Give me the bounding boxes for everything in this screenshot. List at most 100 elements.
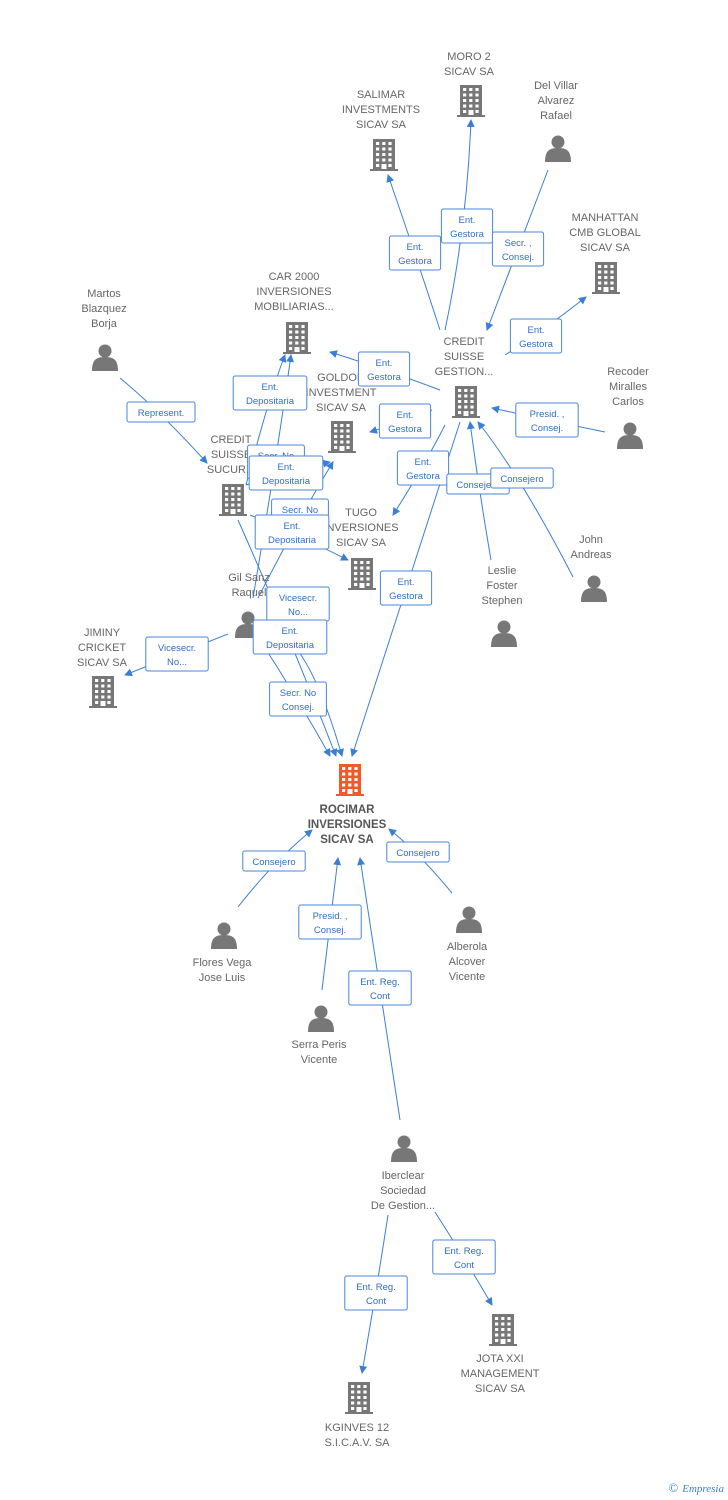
edge-label[interactable]: Ent.Gestora — [378, 403, 432, 439]
edge-label[interactable]: Presid. ,Consej. — [515, 402, 579, 438]
edge-label-text: Cont — [370, 991, 390, 1002]
node-label: SUISSE — [211, 449, 251, 461]
node-label: SICAV SA — [475, 1383, 526, 1395]
edge-label[interactable]: Ent.Depositaria — [248, 455, 324, 491]
node-label: INVERSIONES — [323, 522, 398, 534]
node-label: Recoder — [607, 366, 649, 378]
edge-label[interactable]: Ent. Reg.Cont — [432, 1239, 496, 1275]
node-label: CMB GLOBAL — [569, 227, 641, 239]
edge-label-text: Consejero — [396, 848, 439, 859]
node-label: John — [579, 534, 603, 546]
edge-label[interactable]: Ent.Gestora — [357, 351, 411, 387]
edge-label[interactable]: Consejero — [490, 467, 554, 489]
edge-label-text: Ent. — [415, 457, 432, 468]
edge-label[interactable]: Presid. ,Consej. — [298, 904, 362, 940]
node-label: CAR 2000 — [269, 271, 320, 283]
edge-label-box — [357, 351, 411, 387]
edge-label-text: Gestora — [398, 256, 433, 267]
building-icon — [457, 85, 485, 117]
edge-label-text: Gestora — [519, 339, 554, 350]
edge-label[interactable]: Consejero — [386, 841, 450, 863]
edge-label[interactable]: Consejero — [242, 850, 306, 872]
node-label: S.I.C.A.V. SA — [324, 1437, 390, 1449]
node-label: SICAV SA — [336, 537, 387, 549]
edge-label[interactable]: Ent.Gestora — [509, 318, 563, 354]
edge-label-text: Ent. — [398, 577, 415, 588]
edge-label-text: Consej. — [531, 423, 563, 434]
edge-label-text: Presid. , — [313, 911, 348, 922]
node-label: KGINVES 12 — [325, 1422, 389, 1434]
edge-label[interactable]: Vicesecr.No... — [266, 586, 330, 622]
node-label: Martos — [87, 288, 121, 300]
node-label: CREDIT — [211, 434, 252, 446]
edge-label-box — [348, 970, 412, 1006]
edge-label[interactable]: Ent.Gestora — [440, 208, 494, 244]
edge-label-text: Ent. — [282, 626, 299, 637]
edge-label[interactable]: Ent. Reg.Cont — [344, 1275, 408, 1311]
node-car2000[interactable]: CAR 2000INVERSIONESMOBILIARIAS... — [254, 271, 334, 354]
edge-label[interactable]: Secr. ,Consej. — [491, 231, 545, 267]
edge-label-box — [388, 235, 442, 271]
edge-label[interactable]: Ent.Gestora — [396, 450, 450, 486]
node-label: INVESTMENT — [306, 387, 377, 399]
building-icon — [592, 262, 620, 294]
edge-label[interactable]: Ent.Depositaria — [252, 619, 328, 655]
edge-label-box — [145, 636, 209, 672]
edge-label-box — [491, 231, 545, 267]
edge-label[interactable]: Ent. Reg.Cont — [348, 970, 412, 1006]
edge-label[interactable]: Ent.Depositaria — [254, 514, 330, 550]
node-label: MOBILIARIAS... — [254, 301, 333, 313]
node-cs_gestion[interactable]: CREDITSUISSEGESTION... — [435, 336, 494, 418]
edge-label[interactable]: Ent.Gestora — [379, 570, 433, 606]
edge-label-box — [396, 450, 450, 486]
edge-label-text: Secr. No — [280, 688, 316, 699]
person-icon — [92, 344, 118, 371]
edge-label[interactable]: Ent.Gestora — [388, 235, 442, 271]
edge-label[interactable]: Vicesecr.No... — [145, 636, 209, 672]
node-label: SICAV SA — [444, 66, 495, 78]
edge-label-text: Ent. Reg. — [356, 1282, 396, 1293]
building-icon — [489, 1314, 517, 1346]
node-label: Foster — [486, 580, 518, 592]
edge-line — [477, 421, 574, 578]
node-cs_sucursal[interactable]: CREDITSUISSESUCUR... — [207, 434, 255, 516]
person-icon — [211, 922, 237, 949]
edge-label-text: Consejero — [500, 474, 543, 485]
edge-label-text: Vicesecr. — [279, 593, 317, 604]
edge-label-text: Depositaria — [246, 396, 295, 407]
edge-label-text: Ent. — [278, 462, 295, 473]
node-label: SICAV SA — [320, 834, 373, 846]
edge-label[interactable]: Represent. — [126, 401, 196, 423]
edge-label-text: Consejero — [252, 857, 295, 868]
node-kginves[interactable]: KGINVES 12 S.I.C.A.V. SA — [324, 1382, 390, 1449]
edge-label-box — [126, 401, 196, 423]
brand-name: Empresia — [682, 1483, 724, 1495]
node-label: Rafael — [540, 110, 572, 122]
brand-footer[interactable]: ©Empresia — [668, 1480, 724, 1496]
node-label: Blazquez — [81, 303, 126, 315]
node-label: Vicente — [449, 971, 486, 983]
node-label: Del Villar — [534, 80, 578, 92]
edge-label[interactable]: Ent.Depositaria — [232, 375, 308, 411]
node-label: GOLDON — [317, 372, 365, 384]
building-icon — [348, 558, 376, 590]
